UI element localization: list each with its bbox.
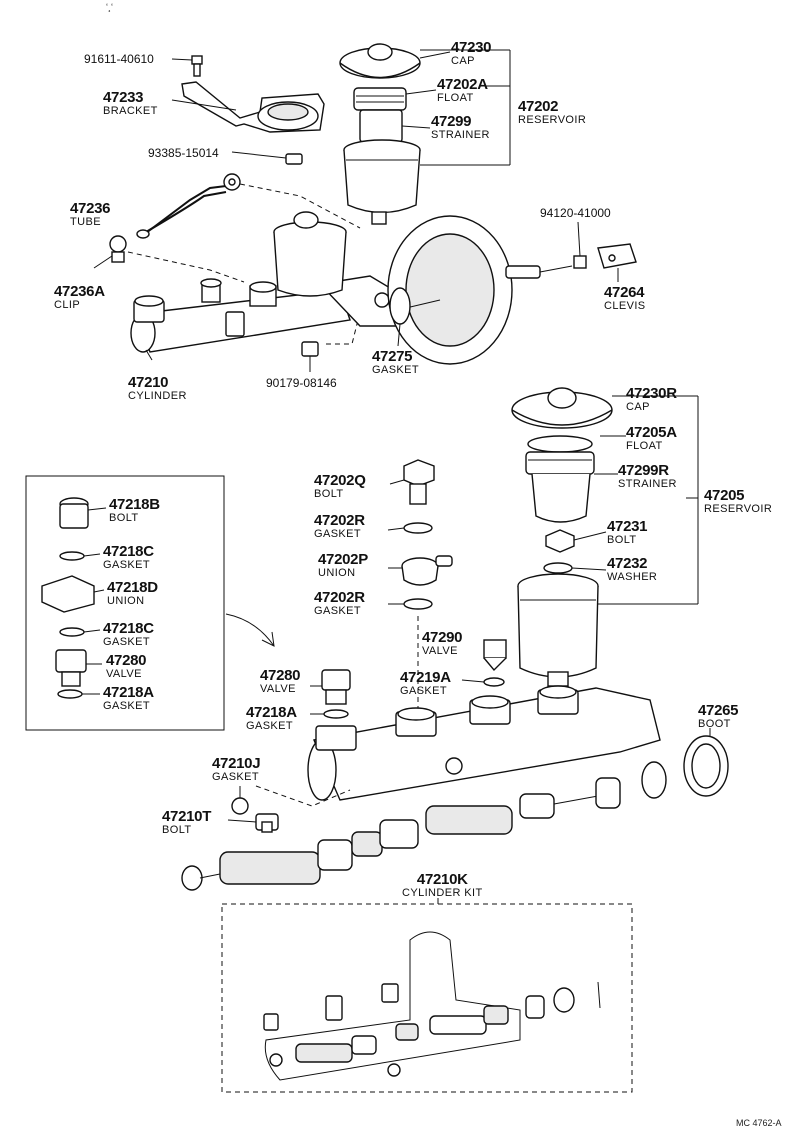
label-47202q: 47202Q BOLT [314,472,366,500]
label-90179: 90179-08146 [266,376,337,390]
clevis-47264 [597,243,637,269]
arrow-icon [225,613,275,647]
reservoir-strainer-47299 [359,109,403,143]
label-47218a-inset: 47218A GASKET [103,684,154,712]
master-cylinder-47210 [130,275,411,353]
label-47202p: 47202P UNION [318,551,368,579]
label-47264: 47264 CLEVIS [604,284,646,312]
label-47218c-lower: 47218C GASKET [103,620,154,648]
cylinder-body-lower [307,685,661,801]
label-47233: 47233 BRACKET [103,89,158,117]
label-47210k: 47210K CYLINDER KIT [402,871,483,899]
label-47275: 47275 GASKET [372,348,420,376]
bolt-47210t [255,813,279,833]
label-47299: 47299 STRAINER [431,113,490,141]
label-47265: 47265 BOOT [698,702,739,730]
gasket-47202r-lower [403,598,433,610]
nut-94120 [573,255,587,269]
label-47236a: 47236A CLIP [54,283,105,311]
label-47205a: 47205A FLOAT [626,424,677,452]
label-47236: 47236 TUBE [70,200,111,228]
label-47210: 47210 CYLINDER [128,374,187,402]
diagram-code: MC 4762-A [736,1118,782,1128]
piston-assembly [181,777,621,891]
label-47202r-lower: 47202R GASKET [314,589,365,617]
label-94120: 94120-41000 [540,206,611,220]
label-47202a: 47202A FLOAT [437,76,488,104]
label-47210t: 47210T BOLT [162,808,212,836]
bolt-47231 [545,529,575,553]
clip-47236a [109,235,127,263]
cylinder-kit-box [221,903,633,1093]
strainer-47299r [525,451,595,523]
screw-93385 [285,153,303,165]
label-47230r: 47230R CAP [626,385,677,413]
boot-47265 [683,735,729,797]
valve-47290 [483,639,507,672]
gasket-47219a [483,677,505,687]
label-47232: 47232 WASHER [607,555,658,583]
label-47218b: 47218B BOLT [109,496,160,524]
label-47230: 47230 CAP [451,39,492,67]
bolt-47202q [403,459,435,505]
label-47280-main: 47280 VALVE [260,667,301,695]
label-47299r: 47299R STRAINER [618,462,677,490]
label-47202r-upper: 47202R GASKET [314,512,365,540]
tube-47236 [136,173,241,239]
label-47218d: 47218D UNION [107,579,158,607]
label-91611: 91611-40610 [84,52,154,66]
label-93385: 93385-15014 [148,146,219,160]
gasket-47210j [231,797,249,815]
label-47290: 47290 VALVE [422,629,463,657]
bolt-91611 [191,55,203,77]
snap-ring [641,761,667,799]
label-47218a-main: 47218A GASKET [246,704,297,732]
mounted-reservoir [273,211,347,297]
union-47202p [401,555,453,586]
label-47205: 47205 RESERVOIR [704,487,773,515]
top-marks: ʻ¸ʻ [106,2,113,12]
gasket-47202r [403,522,433,534]
reservoir-body-47205 [517,573,599,687]
label-47280-inset: 47280 VALVE [106,652,147,680]
brake-booster [387,215,573,365]
label-47231: 47231 BOLT [607,518,648,546]
washer-47232 [543,562,573,574]
inset-box [25,475,225,731]
label-47202: 47202 RESERVOIR [518,98,587,126]
reservoir-float-47202a [353,87,407,111]
inset-parts [41,497,95,699]
plug-90179 [301,341,319,357]
gasket-47275 [389,287,411,325]
cap-47230r [511,387,613,429]
valve-47280 [321,669,351,705]
reservoir-body-47202 [343,139,421,225]
label-47218c-upper: 47218C GASKET [103,543,154,571]
label-47210j: 47210J GASKET [212,755,261,783]
cylinder-kit-parts [263,931,601,1081]
bracket-47233 [181,81,325,133]
label-47219a: 47219A GASKET [400,669,451,697]
reservoir-cap-47230 [339,43,421,79]
float-47205a [527,435,593,453]
gasket-47218a [323,709,349,719]
